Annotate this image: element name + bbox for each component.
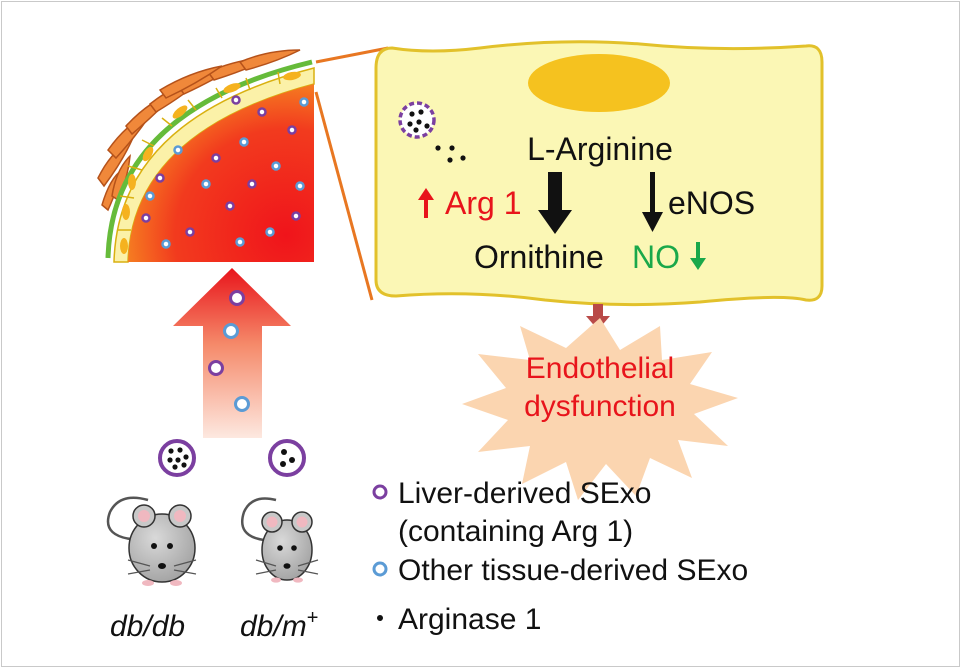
cell-nucleus [528, 54, 670, 112]
vessel-wall-section [97, 46, 389, 301]
legend-liver-line2: (containing Arg 1) [398, 515, 633, 548]
outcome-line1: Endothelial [526, 352, 674, 385]
endothelial-nuclei [120, 71, 301, 254]
arg1-reaction-arrow [538, 172, 572, 234]
enos-reaction-arrow [642, 172, 663, 232]
circulation-arrow [173, 268, 291, 438]
zoom-line-top [315, 46, 389, 64]
smooth-muscle-cells [97, 49, 301, 212]
legend-liver-exo-symbol [372, 484, 388, 500]
outcome-line2: dysfunction [524, 390, 676, 423]
db-db-exosome [158, 439, 196, 477]
vessel-lumen [128, 84, 314, 262]
enos-label: eNOS [668, 185, 755, 221]
zoom-line-bottom [314, 91, 374, 301]
db-m-mouse-icon [241, 497, 319, 583]
cell-membrane [374, 40, 824, 307]
internalized-exosome [398, 101, 436, 139]
db-m-label-superscript: + [307, 607, 319, 629]
legend-other: Other tissue-derived SExo [398, 554, 748, 587]
no-down-arrow [690, 242, 706, 270]
db-m-label-base: db/m [240, 610, 307, 643]
legend-arginase: Arginase 1 [398, 603, 541, 636]
legend: Liver-derived SExo (containing Arg 1) Ot… [372, 477, 748, 636]
db-m-label: db/m+ [240, 607, 318, 643]
arg1-up-arrow [418, 188, 434, 218]
basement-membrane [105, 59, 313, 259]
db-m-exosome [268, 439, 306, 477]
legend-other-exo-symbol [372, 561, 388, 577]
db-db-label: db/db [110, 610, 185, 643]
endothelial-cell-borders [117, 71, 281, 231]
ornithine-label: Ornithine [474, 239, 604, 275]
released-arginase-dots [435, 145, 466, 163]
endothelial-cell: L-Arginine Arg 1 eNOS Ornithine NO [374, 40, 824, 307]
legend-liver-line1: Liver-derived SExo [398, 477, 651, 510]
endothelial-dysfunction-burst: Endothelial dysfunction [462, 318, 738, 500]
no-label: NO [632, 239, 680, 275]
lumen-exosomes [141, 95, 309, 249]
legend-arginase-symbol [377, 615, 383, 621]
l-arginine-label: L-Arginine [527, 131, 673, 167]
db-db-mouse-icon [106, 496, 197, 586]
arg1-label: Arg 1 [445, 185, 521, 221]
burst-shape [462, 318, 738, 500]
